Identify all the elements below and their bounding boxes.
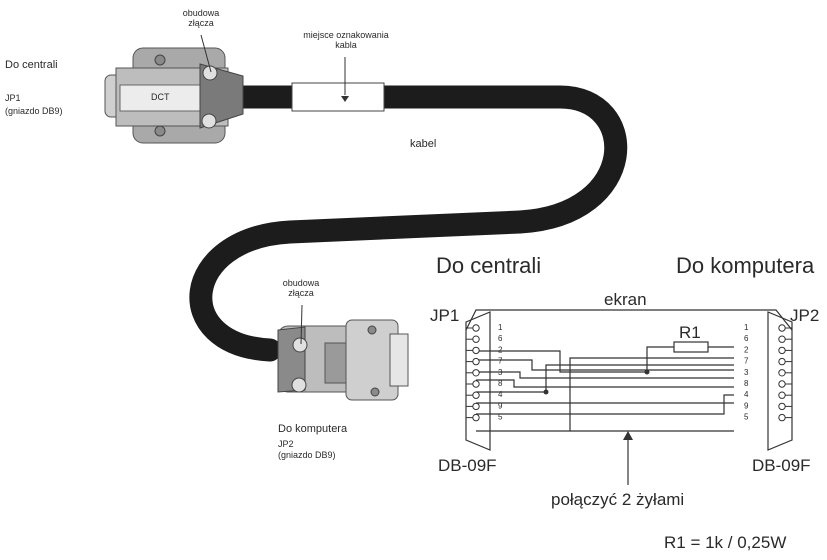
- leader-top-housing: [200, 34, 212, 73]
- jp2-pin-number: 5: [744, 413, 749, 422]
- top-connector: [104, 47, 244, 144]
- leader-bottom-housing: [300, 304, 303, 345]
- jp2-pin-3: [778, 369, 786, 377]
- jp1-pin-7: [472, 357, 480, 366]
- label-top-housing: obudowa złącza: [182, 8, 220, 28]
- jp1-pin-number: 4: [498, 390, 503, 399]
- jp1-pin-number: 9: [498, 401, 503, 410]
- jp1-pin-3: [472, 369, 480, 377]
- jp1-pin-9: [472, 402, 480, 411]
- jp1-pin-number: 6: [498, 334, 503, 343]
- cable: [189, 85, 628, 362]
- jp2-pin-6: [778, 335, 786, 343]
- resistor-value: R1 = 1k / 0,25W: [664, 533, 787, 552]
- wire-5: [476, 357, 734, 432]
- jp2-pin-4: [778, 391, 786, 399]
- jp1-pin-1: [472, 324, 480, 332]
- label-cable-marking: miejsce oznakowania kabla: [303, 30, 389, 50]
- bottom-connector: [277, 319, 409, 401]
- jp1-pin-2: [472, 346, 480, 355]
- label-bottom-jack-id: JP2: [278, 439, 294, 449]
- jp2-outline: [767, 311, 793, 451]
- label-bottom-housing: obudowa złącza: [282, 278, 320, 298]
- shield-wire: [465, 309, 793, 331]
- jp2-pin-5: [778, 413, 786, 422]
- label-cable: kabel: [410, 138, 437, 150]
- jp2-pin-number: 6: [744, 334, 749, 343]
- jp1-pin-5: [472, 413, 480, 422]
- jp1-label: JP1: [430, 306, 460, 325]
- jp2-pin-number: 7: [744, 357, 749, 366]
- jp1-pin-number: 3: [498, 368, 503, 377]
- wire-3: [476, 379, 734, 388]
- jp1-pin-4: [472, 391, 480, 399]
- label-top-jack-type: (gniazdo DB9): [5, 106, 63, 116]
- wire-2: [476, 359, 734, 371]
- jp2-pin-number: 1: [744, 323, 749, 332]
- jp2-pin-2: [778, 346, 786, 355]
- label-bottom-destination: Do komputera: [278, 423, 348, 435]
- jp1-pin-6: [472, 335, 480, 343]
- jp2-pins: 1 6 2 7 3 8 4 9 5: [744, 323, 792, 422]
- label-bottom-jack-type: (gniazdo DB9): [278, 450, 336, 460]
- wire-8: [476, 364, 734, 393]
- connector-mark: DCT: [151, 92, 170, 102]
- jp1-pin-number: 7: [498, 357, 503, 366]
- jp2-pin-1: [778, 324, 786, 332]
- label-top-destination: Do centrali: [5, 59, 58, 71]
- cable-marking-sleeve: [291, 82, 385, 112]
- jp1-pins: 1 6 2 7 3 8 4 9 5: [466, 323, 503, 422]
- schematic-left-header: Do centrali: [436, 253, 542, 278]
- shield-label: ekran: [604, 290, 647, 309]
- jp2-pin-number: 9: [744, 401, 749, 410]
- jp1-pin-8: [472, 380, 480, 388]
- jp1-pin-number: 2: [498, 345, 503, 354]
- jp2-pin-number: 3: [744, 368, 749, 377]
- jp2-label: JP2: [790, 306, 820, 325]
- schematic-right-header: Do komputera: [676, 253, 815, 278]
- jp1-outline: [465, 311, 491, 451]
- r1-lead-left: [646, 346, 674, 372]
- label-top-jack-id: JP1: [5, 93, 21, 103]
- join-note: połączyć 2 żyłami: [551, 490, 685, 509]
- resistor-label: R1: [679, 323, 701, 342]
- jp2-pin-number: 2: [744, 345, 749, 354]
- wire-6-left: [476, 350, 647, 373]
- jp2-pin-number: 4: [744, 390, 749, 399]
- wire-7: [476, 371, 734, 379]
- jp1-pin-number: 5: [498, 413, 503, 422]
- jp2-pin-9: [778, 402, 786, 411]
- wire-9: [476, 394, 734, 415]
- jp1-pin-number: 1: [498, 323, 503, 332]
- jp2-pin-8: [778, 380, 786, 388]
- jp2-type: DB-09F: [752, 456, 811, 475]
- jp2-pin-7: [778, 357, 786, 366]
- jp2-pin-number: 8: [744, 379, 749, 388]
- jp1-pin-number: 8: [498, 379, 503, 388]
- r1-body: [673, 341, 709, 353]
- jp1-type: DB-09F: [438, 456, 497, 475]
